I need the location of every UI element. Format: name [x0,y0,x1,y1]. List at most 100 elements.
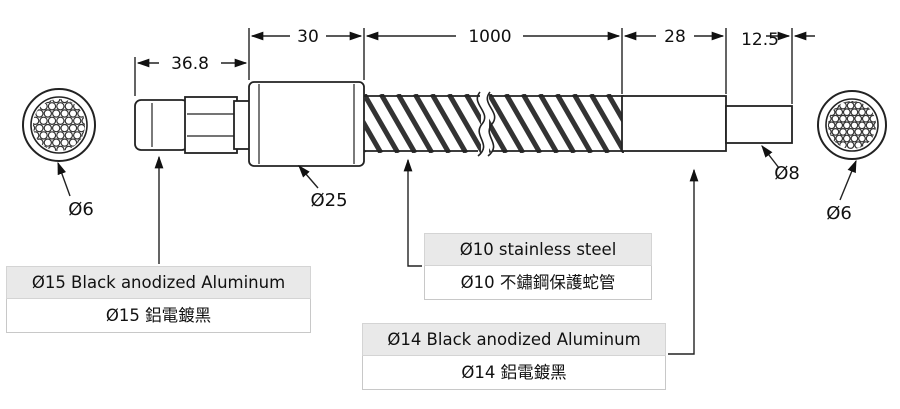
right-end-view [817,90,887,160]
wire-strand [850,108,859,117]
wire-strand [43,109,53,118]
right-callout-line2: Ø14 鋁電鍍黑 [362,356,666,390]
wire-strand [72,131,82,140]
wire-strand [52,123,61,133]
middle-callout: Ø10 stainless steel Ø10 不鏽鋼保護蛇管 [424,233,652,300]
wire-strand [873,121,876,130]
dimension-lines [136,31,815,68]
middle-callout-line1: Ø10 stainless steel [424,233,652,266]
dim-1000: 1000 [468,27,511,47]
hose-winding [503,94,543,153]
wire-strand [846,101,855,110]
hose-winding [537,94,577,153]
wire-strand [831,127,840,136]
wire-strand [842,121,851,130]
wire-strand [835,121,844,130]
wire-strand [56,116,65,126]
wire-strand [33,123,36,133]
hose-winding [489,118,509,153]
hose-winding [588,94,624,153]
wire-strand [52,138,61,147]
wire-strand [850,121,859,130]
leader-lines [57,145,857,355]
wire-strand [858,121,866,130]
hose-winding [571,94,611,153]
wire-strand [854,101,863,110]
middle-callout-line2: Ø10 不鏽鋼保護蛇管 [424,266,652,300]
wire-strand [842,108,851,117]
right-callout-line1: Ø14 Black anodized Aluminum [362,323,666,356]
wire-strand [846,141,855,149]
wire-strand [39,116,48,126]
wire-strand [72,116,82,126]
wire-strand [828,121,836,130]
wire-strand [35,109,44,118]
wire-strand [831,114,840,123]
wire-strand [81,116,85,126]
right-aluminum-sleeve [621,95,793,152]
left-callout-line2: Ø15 鋁電鍍黑 [6,299,311,333]
wire-strand [60,138,69,147]
wire-strand [835,134,844,143]
wire-strand [854,141,863,149]
dim-12-5: 12.5 [741,30,779,50]
wire-strand [854,127,863,136]
wire-strand [846,114,855,123]
wire-strand [858,108,866,117]
nut [248,81,365,167]
hose-winding [554,94,594,153]
left-end-diameter: Ø6 [68,199,94,220]
wire-strand [35,123,44,133]
wire-strand [39,131,48,140]
hose-winding [412,94,452,153]
wire-strand [846,127,855,136]
wire-strand [839,114,847,123]
wire-strand [47,102,57,111]
dim-28: 28 [664,27,686,47]
right-callout: Ø14 Black anodized Aluminum Ø14 鋁電鍍黑 [362,323,666,390]
wire-strand [52,109,61,118]
sleeve-tip-diameter: Ø8 [774,163,800,184]
hose-winding [446,94,481,153]
hose-winding [463,94,481,126]
dim-30: 30 [297,27,319,47]
wire-strand [842,134,851,143]
wire-strand [854,114,863,123]
wire-strand [850,134,859,143]
right-end-diameter: Ø6 [826,203,852,224]
left-callout-line1: Ø15 Black anodized Aluminum [6,266,311,299]
left-callout: Ø15 Black anodized Aluminum Ø15 鋁電鍍黑 [6,266,311,333]
wire-strand [861,127,870,136]
wire-strand [68,109,78,118]
left-end-view [22,88,96,162]
nut-diameter: Ø25 [310,190,347,211]
stainless-hose [364,91,624,157]
wire-strand [828,114,832,123]
wire-strand [64,131,74,140]
wire-strand [56,145,65,151]
wire-strand [861,114,870,123]
wire-strand [64,116,74,126]
wire-strand [842,101,851,103]
hose-winding [378,94,418,153]
wire-strand [858,134,866,143]
extension-lines [134,28,793,104]
wire-strand [64,102,74,111]
hose-winding [489,94,526,153]
wire-strand [56,131,65,140]
wire-strand [68,138,78,147]
hose-winding [364,118,384,153]
wire-strand [850,101,859,103]
hose-winding [364,94,401,153]
dim-36-8: 36.8 [171,54,209,74]
wire-strand [865,121,874,130]
hose-winding [520,94,560,153]
left-aluminum-fitting [134,96,253,154]
wire-strand [839,127,847,136]
hose-winding [605,94,624,127]
wire-strand [68,123,78,133]
wire-strand [60,109,69,118]
wire-strand [43,138,53,147]
hose-winding [395,94,435,153]
wire-strand [60,123,69,133]
